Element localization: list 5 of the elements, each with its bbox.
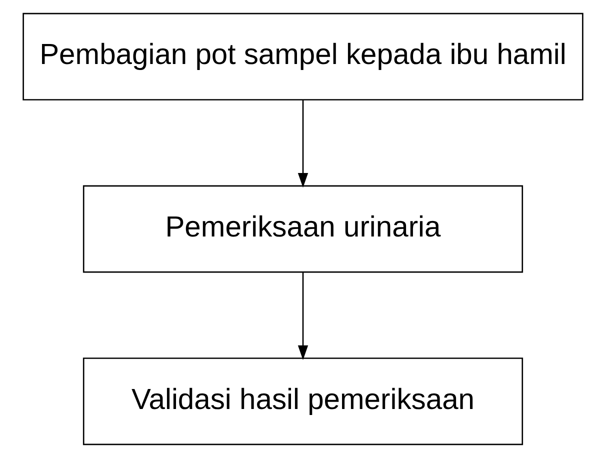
node-box: Pemeriksaan urinaria	[82, 185, 524, 273]
arrow	[298, 100, 308, 188]
node-box: Pembagian pot sampel kepada ibu hamil	[22, 12, 584, 100]
node-box: Validasi hasil pemeriksaan	[82, 358, 524, 446]
arrow	[298, 272, 308, 360]
